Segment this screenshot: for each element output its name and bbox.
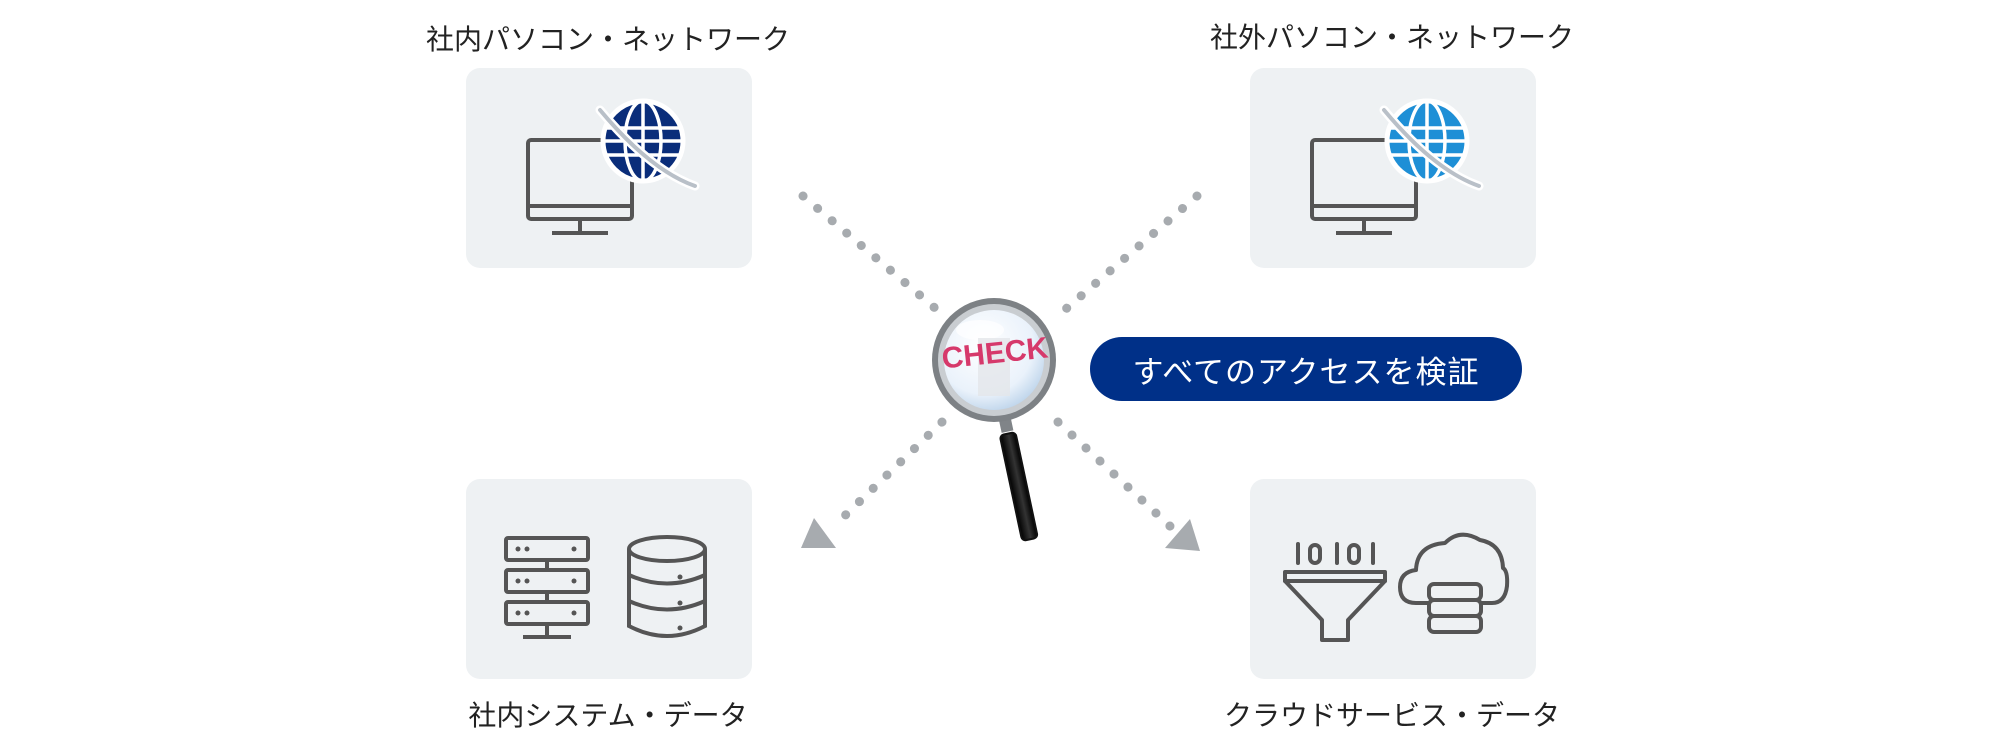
connector-dots [798, 191, 1202, 533]
magnifier-icon [932, 298, 1056, 542]
connector-external-pc [1055, 191, 1202, 319]
external-pc-label: 社外パソコン・ネットワーク [1209, 21, 1574, 54]
database-icon [627, 535, 707, 638]
globe-icon [1379, 98, 1484, 191]
globe-icon [595, 98, 700, 191]
cloud-data-label: クラウドサービス・データ [1223, 699, 1560, 732]
server-icon [504, 536, 590, 639]
connector-cloud-data [1053, 417, 1177, 533]
connector-internal-data [827, 417, 947, 533]
connector-internal-pc [798, 191, 947, 319]
internal-pc-card [466, 68, 752, 268]
filter-icon [1283, 542, 1387, 642]
arrowhead-internal-data [801, 518, 836, 548]
verify-all-access-badge: すべてのアクセスを検証 [1090, 337, 1522, 401]
server-lights [515, 546, 577, 616]
external-pc-card [1250, 68, 1536, 268]
arrowhead-cloud-data [1165, 519, 1200, 551]
monitor-icon [526, 138, 634, 235]
internal-data-label: 社内システム・データ [468, 699, 748, 732]
cloud-storage-icon [1398, 532, 1510, 634]
internal-pc-label: 社内パソコン・ネットワーク [425, 23, 790, 56]
database-dots [677, 574, 683, 631]
